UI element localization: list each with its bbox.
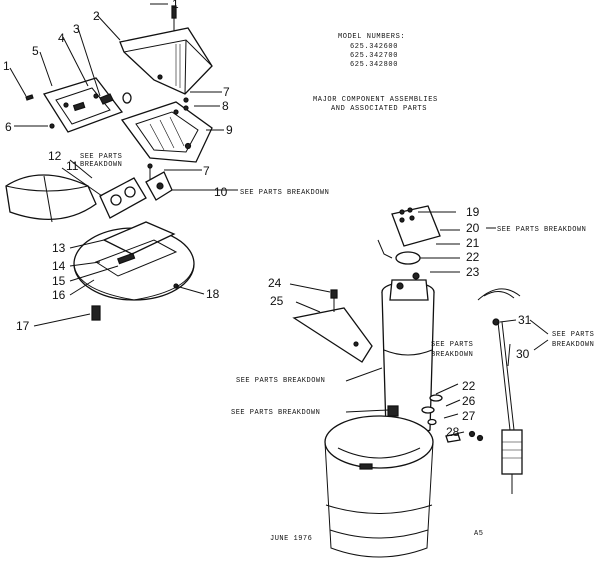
model-number-3: 625.342800	[350, 61, 398, 69]
brine-tank	[324, 405, 434, 558]
knob-parts	[99, 92, 132, 105]
bezel-panel	[42, 77, 124, 133]
fitting-parts	[421, 394, 484, 443]
callout-16: 16	[52, 288, 66, 302]
model-numbers-title: MODEL NUMBERS:	[338, 33, 405, 41]
note-see-parts-12: SEE PARTS	[80, 153, 122, 161]
footer-code: A5	[474, 530, 483, 538]
callout-10: 10	[214, 185, 228, 199]
timer-housing	[120, 97, 213, 163]
leader-lines	[9, 14, 549, 437]
callout-7-top: 7	[223, 85, 230, 99]
callout-1-top: 1	[172, 0, 179, 11]
callout-26: 26	[462, 394, 476, 408]
note-see-parts-30: SEE PARTS	[552, 331, 594, 339]
salt-lid	[5, 174, 97, 223]
note-see-parts-breakdown-resin: SEE PARTS BREAKDOWN	[236, 377, 325, 385]
callout-27: 27	[462, 409, 476, 423]
note-breakdown-30: BREAKDOWN	[552, 341, 594, 349]
note-see-parts-tank: SEE PARTS	[431, 341, 473, 349]
callout-22-low: 22	[462, 379, 476, 393]
callout-4: 4	[58, 31, 65, 45]
heading-line-2: AND ASSOCIATED PARTS	[331, 105, 427, 113]
callout-9: 9	[226, 123, 233, 137]
callout-22-top: 22	[466, 250, 480, 264]
callout-15: 15	[52, 274, 66, 288]
callout-18: 18	[206, 287, 220, 301]
callout-13: 13	[52, 241, 66, 255]
callout-21: 21	[466, 236, 480, 250]
cover-part	[119, 27, 213, 95]
callout-17: 17	[16, 319, 30, 333]
clip-17	[91, 305, 101, 321]
callout-31: 31	[518, 313, 532, 327]
breakdown-notes: SEE PARTS BREAKDOWN SEE PARTS BREAKDOWN …	[80, 153, 594, 417]
callout-23: 23	[466, 265, 480, 279]
heading-line-1: MAJOR COMPONENT ASSEMBLIES	[313, 96, 438, 104]
callout-5: 5	[32, 44, 39, 58]
callout-20: 20	[466, 221, 480, 235]
valve-assembly	[99, 163, 173, 219]
callout-7-mid: 7	[203, 164, 210, 178]
callout-30: 30	[516, 347, 530, 361]
callout-19: 19	[466, 205, 480, 219]
callout-11: 11	[66, 159, 79, 173]
brine-valve-assembly	[477, 288, 523, 494]
model-numbers-block: MODEL NUMBERS: 625.342600 625.342700 625…	[338, 33, 405, 69]
tank-top-plate	[73, 221, 195, 301]
callout-3: 3	[73, 22, 80, 36]
callout-6: 6	[5, 120, 12, 134]
callout-25: 25	[270, 294, 284, 308]
callout-14: 14	[52, 259, 66, 273]
screw-1-left	[25, 94, 34, 101]
callout-28: 28	[446, 425, 460, 439]
callout-1-left: 1	[3, 59, 10, 73]
diagram-heading: MAJOR COMPONENT ASSEMBLIES AND ASSOCIATE…	[313, 96, 438, 113]
resin-tank-assembly	[292, 205, 441, 437]
model-number-2: 625.342700	[350, 52, 398, 60]
callout-24: 24	[268, 276, 282, 290]
note-see-parts-breakdown-10: SEE PARTS BREAKDOWN	[240, 189, 329, 197]
screw-6	[49, 123, 55, 129]
note-breakdown-12: BREAKDOWN	[80, 161, 122, 169]
callout-2: 2	[93, 9, 100, 23]
note-see-parts-breakdown-20: SEE PARTS BREAKDOWN	[497, 226, 586, 234]
callout-12: 12	[48, 149, 62, 163]
model-number-1: 625.342600	[350, 43, 398, 51]
footer-date: JUNE 1976	[270, 535, 312, 543]
top-screw	[150, 3, 177, 32]
note-see-parts-breakdown-brine: SEE PARTS BREAKDOWN	[231, 409, 320, 417]
note-breakdown-tank: BREAKDOWN	[431, 351, 473, 359]
callout-numbers: 1 2 3 4 5 1 6 7 8 9 7 10 11 12 13 14 15 …	[3, 0, 532, 439]
callout-8: 8	[222, 99, 229, 113]
